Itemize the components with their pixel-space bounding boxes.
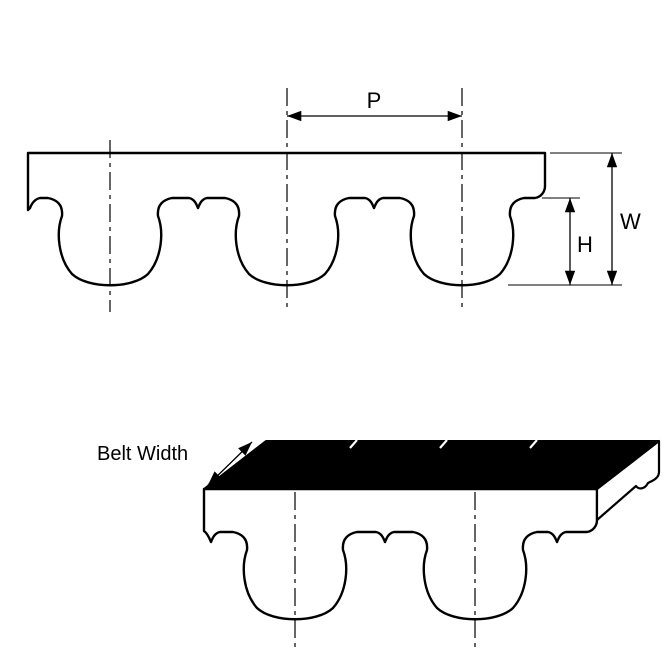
back-edge-tooth-mark-3 <box>529 439 538 449</box>
belt-end-face <box>595 439 661 522</box>
belt-top-face <box>203 440 660 490</box>
belt-width-arrow <box>207 441 253 486</box>
back-edge-tooth-mark-1 <box>349 439 358 449</box>
height-label: H <box>577 232 593 257</box>
pitch-label: P <box>367 88 382 113</box>
width-label: W <box>620 209 641 234</box>
belt-width-label: Belt Width <box>97 443 188 465</box>
isometric-view-section: Belt Width <box>97 439 661 648</box>
top-view-section: P W H <box>26 88 641 312</box>
belt-front-profile <box>202 487 599 621</box>
back-edge-tooth-mark-2 <box>439 439 448 449</box>
